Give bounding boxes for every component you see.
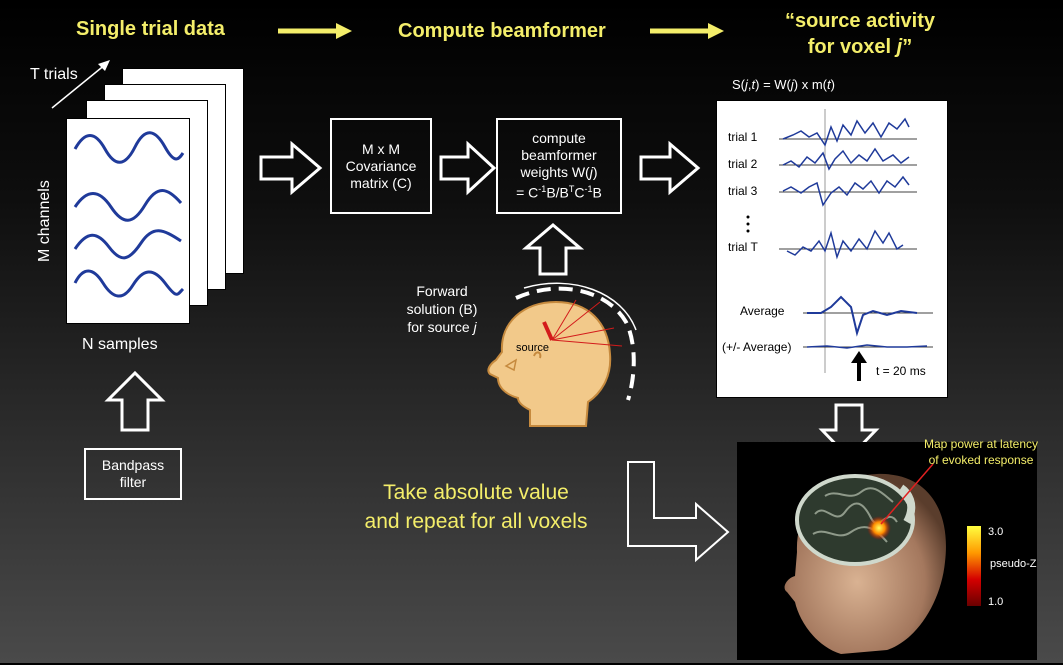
scale-min-label: 1.0 xyxy=(988,596,1004,608)
channel-waveforms xyxy=(73,131,185,298)
map-power-annotation: Map power at latency of evoked response xyxy=(923,437,1039,467)
brain-map-render xyxy=(737,442,1037,660)
trial-1-label: trial 1 xyxy=(728,130,758,144)
arrow-to-source-panel xyxy=(639,140,701,196)
take-absolute-value-text: Take absolute value and repeat for all v… xyxy=(364,481,588,533)
scale-max-label: 3.0 xyxy=(988,526,1004,538)
bandpass-up-arrow xyxy=(104,370,166,432)
source-label: source xyxy=(516,342,550,354)
step-source-activity-title: “source activity for voxel j” xyxy=(784,10,936,58)
arrow-to-covariance xyxy=(259,140,323,196)
repeat-voxels-arrow xyxy=(627,461,730,563)
trial-t-label: trial T xyxy=(728,240,758,254)
scale-title: pseudo-Z xyxy=(990,558,1037,570)
source-activity-panel xyxy=(716,100,948,398)
source-activity-formula: S(j,t) = W(j) x m(t) xyxy=(732,77,835,92)
step-compute-beamformer-title: Compute beamformer xyxy=(398,20,606,42)
average-label: Average xyxy=(740,304,785,318)
n-samples-label: N samples xyxy=(82,336,158,353)
head-render-graphic xyxy=(784,463,946,654)
beamformer-weights-box: compute beamformer weights W(j) = C-1B/B… xyxy=(496,118,622,214)
plusminus-average-label: (+/- Average) xyxy=(722,340,792,354)
forward-up-arrow xyxy=(522,223,584,276)
t-trials-arrow xyxy=(51,60,110,109)
trial-3-label: trial 3 xyxy=(728,184,758,198)
source-traces xyxy=(746,109,933,381)
pseudo-z-colorbar xyxy=(967,526,981,606)
covariance-matrix-box: M x M Covariance matrix (C) xyxy=(330,118,432,214)
arrow-to-weights xyxy=(439,140,497,196)
header-arrow-1 xyxy=(278,23,352,39)
m-channels-label: M channels xyxy=(36,180,53,262)
trial-sheet-1 xyxy=(66,118,190,324)
latency-label: t = 20 ms xyxy=(876,364,926,378)
head-forward-model xyxy=(487,282,637,427)
t-trials-label: T trials xyxy=(30,66,78,83)
trial-2-label: trial 2 xyxy=(728,157,758,171)
header-arrow-2 xyxy=(650,23,724,39)
forward-solution-label: Forward solution (B) for source j xyxy=(406,283,478,335)
step-single-trial-title: Single trial data xyxy=(76,18,225,40)
